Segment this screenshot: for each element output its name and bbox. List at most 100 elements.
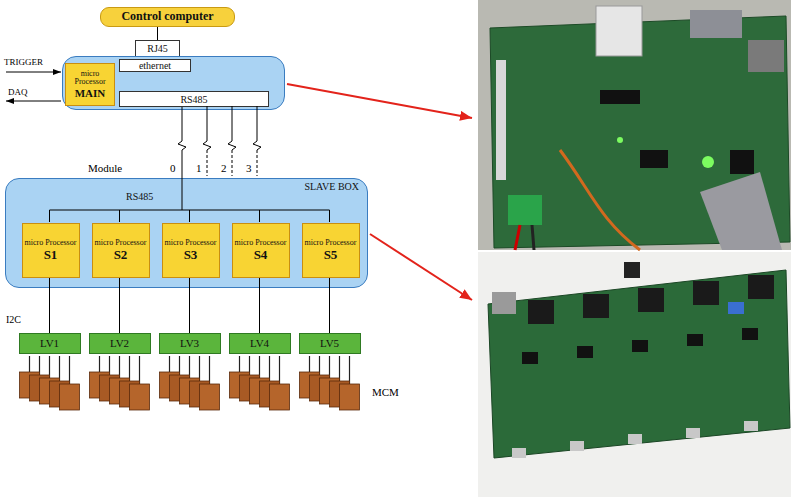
- daq-arrow: [6, 101, 61, 102]
- pin-header: [628, 434, 642, 444]
- pin-header: [686, 428, 700, 438]
- mcm-stack: [160, 356, 220, 410]
- module-cable: [232, 150, 233, 176]
- processor-box: micro ProcessorS4: [232, 223, 290, 278]
- processor-box: micro ProcessorS5: [302, 223, 360, 278]
- label-text: I2C: [6, 314, 21, 325]
- node-text: S4: [254, 248, 268, 262]
- connector-line: [49, 278, 50, 333]
- rj-jack: [693, 281, 719, 305]
- computer-box: Control computer: [100, 7, 235, 27]
- connector-line: [178, 107, 186, 178]
- node-text: LV2: [110, 337, 129, 349]
- connector-line: [259, 278, 260, 333]
- connector-line: [157, 27, 158, 40]
- label-text: 1: [196, 162, 202, 174]
- node-text: micro Processor: [25, 239, 77, 248]
- node-text: S2: [114, 248, 128, 262]
- pin-header: [496, 60, 506, 180]
- node-text: S5: [324, 248, 338, 262]
- ribbon-cable: [700, 172, 782, 250]
- node-text: ethernet: [139, 60, 171, 71]
- pin-header: [744, 421, 758, 431]
- rj-jack: [748, 40, 784, 72]
- chip: [632, 340, 648, 352]
- chip: [742, 328, 758, 340]
- processor-box: micro ProcessorS1: [22, 223, 80, 278]
- node-text: Control computer: [121, 10, 213, 23]
- processor-box: micro ProcessorS2: [92, 223, 150, 278]
- chip: [577, 346, 593, 358]
- module-cable: [203, 106, 211, 150]
- label-text: 0: [170, 162, 176, 174]
- label-holder: 2: [221, 162, 227, 174]
- connector-line: [119, 278, 120, 333]
- photo-ground: [478, 0, 791, 250]
- power-supply-box: LV3: [159, 333, 221, 354]
- pointer-arrow: [287, 84, 472, 118]
- wire: [532, 225, 534, 250]
- rj-jack: [528, 300, 554, 324]
- processor-box: micro ProcessorMAIN: [65, 63, 115, 106]
- processor-box: micro ProcessorS3: [162, 223, 220, 278]
- mcm-stack: [300, 356, 360, 410]
- module-cable: [207, 150, 208, 176]
- interface-box: ethernet: [119, 59, 191, 72]
- connector-line: [329, 278, 330, 333]
- label-holder: 1: [196, 162, 202, 174]
- node-text: S1: [44, 248, 58, 262]
- power-supply-box: LV2: [89, 333, 151, 354]
- label-text: MCM: [372, 386, 399, 398]
- wire: [560, 150, 640, 250]
- db9-connector: [690, 10, 742, 38]
- pcb: [490, 16, 790, 248]
- trigger-arrow: [6, 72, 61, 73]
- node-text: micro Processor: [305, 239, 357, 248]
- mcm-stack: [20, 356, 80, 410]
- label-text: Module: [88, 162, 122, 174]
- chip: [522, 352, 538, 364]
- slave-box: SLAVE BOXRS485micro ProcessorS1micro Pro…: [5, 178, 368, 288]
- node-text: RS485: [126, 191, 153, 202]
- led: [702, 156, 714, 168]
- slave-board-photo: [478, 252, 791, 497]
- pointer-arrow: [370, 234, 472, 300]
- module-cable: [228, 106, 236, 150]
- node-text: micro Processor: [235, 239, 287, 248]
- chip: [600, 90, 640, 104]
- label-text: 2: [221, 162, 227, 174]
- photo-ground: [478, 252, 791, 497]
- mcm-stack: [90, 356, 150, 410]
- wire: [515, 225, 520, 250]
- label-holder: TRIGGER: [4, 58, 43, 68]
- chip: [730, 150, 754, 174]
- main-board-photo: [478, 0, 791, 250]
- power-supply-box: LV1: [19, 333, 81, 354]
- rj-jack: [583, 294, 609, 318]
- pin-header: [512, 448, 526, 458]
- label-holder: DAQ: [8, 88, 28, 98]
- rj-jack: [492, 292, 516, 314]
- connector-box: RJ45: [135, 40, 180, 57]
- node-text: S3: [184, 248, 198, 262]
- rj-jack: [748, 275, 774, 299]
- chip: [640, 150, 668, 168]
- label-holder: MCM: [372, 386, 399, 398]
- rj-jack: [638, 288, 664, 312]
- power-supply-box: LV5: [299, 333, 361, 354]
- node-text: LV5: [320, 337, 339, 349]
- module-cable: [253, 106, 261, 150]
- node-text: LV4: [250, 337, 269, 349]
- node-text: micro Processor: [95, 239, 147, 248]
- module-cable: [257, 150, 258, 176]
- label-text: 3: [246, 162, 252, 174]
- label-holder: Module: [88, 162, 122, 174]
- label-holder: 0: [170, 162, 176, 174]
- ethernet-jack: [596, 6, 642, 56]
- node-text: MAIN: [75, 87, 106, 99]
- pin-header: [570, 441, 584, 451]
- dip-switch: [728, 302, 744, 314]
- node-text: LV1: [40, 337, 59, 349]
- node-text: RS485: [180, 94, 207, 105]
- node-text: LV3: [180, 337, 199, 349]
